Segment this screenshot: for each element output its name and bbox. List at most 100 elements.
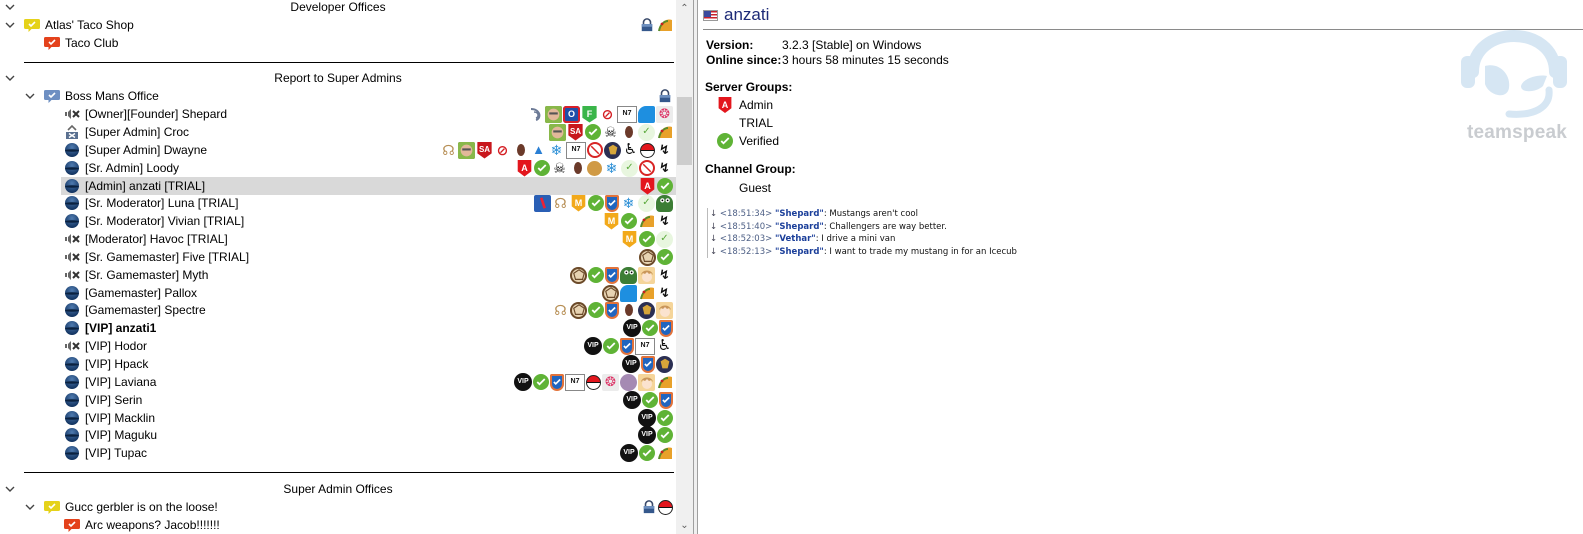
channel-item[interactable]: Boss Mans Office — [0, 87, 676, 105]
chevron-down-icon[interactable] — [24, 498, 36, 516]
f-badge-icon: F — [582, 105, 597, 123]
chat-message: ↓ <18:51:34> "Shepard": Mustangs aren't … — [710, 208, 1017, 221]
scroll-up-icon[interactable]: ⌃ — [680, 3, 689, 14]
server-group-name: Verified — [739, 134, 780, 148]
client-name: [Owner][Founder] Shepard — [85, 107, 228, 121]
tree-scrollbar[interactable]: ⌃ ⌄ — [676, 0, 693, 534]
client-name: [Sr. Admin] Loody — [85, 161, 180, 175]
chevron-down-icon[interactable] — [24, 87, 36, 105]
spacer-channel[interactable]: Report to Super Admins — [0, 69, 676, 87]
server-group-item: TRIAL — [717, 115, 773, 131]
robot-badge-icon — [656, 355, 673, 373]
spy-badge-icon: ☠ — [553, 160, 566, 176]
online-label: Online since: — [706, 53, 782, 67]
vip-badge-icon: VIP — [514, 373, 532, 391]
shield-badge-icon — [659, 319, 673, 337]
chat-log: ↓ <18:51:34> "Shepard": Mustangs aren't … — [707, 208, 1017, 258]
ok-badge-icon — [639, 445, 655, 461]
channel-item[interactable]: Arc weapons? Jacob!!!!!!! — [0, 516, 676, 534]
anime-badge-icon — [638, 266, 655, 284]
channel-red-icon — [44, 35, 60, 51]
client-item[interactable]: [Sr. Gamemaster] Myth↯ — [0, 266, 676, 284]
spacer-channel[interactable]: Developer Offices — [0, 0, 676, 16]
message-sender[interactable]: "Shepard" — [774, 221, 824, 232]
channel-yellow-icon — [24, 17, 40, 33]
client-item[interactable]: [Super Admin] Dwayne☊SA⊘▲❄N7♿↯ — [0, 141, 676, 159]
ok-badge-icon — [657, 410, 673, 426]
client-item[interactable]: [Admin] anzati [TRIAL]A — [0, 177, 676, 195]
snow-badge-icon: ❄ — [550, 142, 563, 158]
ok-badge-icon — [657, 178, 673, 194]
client-item[interactable]: [VIP] Hpack VIP — [0, 355, 676, 373]
client-item[interactable]: [Gamemaster] Pallox↯ — [0, 284, 676, 302]
client-header: anzati — [703, 4, 769, 26]
shield-badge-icon — [659, 391, 673, 409]
client-item[interactable]: [Moderator] Havoc [TRIAL]M✓ — [0, 230, 676, 248]
swirl-badge-icon — [620, 373, 637, 391]
selection-highlight — [61, 177, 676, 195]
client-item[interactable]: [Sr. Moderator] Vivian [TRIAL]M↯ — [0, 212, 676, 230]
taco-badge-icon — [656, 17, 673, 34]
message-sender[interactable]: "Shepard" — [774, 209, 824, 219]
chevron-down-icon[interactable] — [4, 480, 16, 498]
message-sender[interactable]: "Vethar" — [774, 234, 816, 244]
chat-message: ↓ <18:52:03> "Vethar": I drive a mini va… — [710, 233, 1017, 246]
ok-badge-icon — [642, 392, 658, 408]
chevron-down-icon[interactable] — [4, 0, 16, 16]
bean-badge-icon — [620, 124, 637, 141]
channel-name: Atlas' Taco Shop — [45, 18, 134, 32]
client-name: [Super Admin] Dwayne — [85, 143, 208, 157]
d20-badge-icon — [602, 284, 619, 302]
gear-badge-icon: ❂ — [656, 105, 673, 123]
bolt-badge-icon: ↯ — [659, 142, 670, 157]
lock-badge-icon — [640, 499, 657, 516]
channel-item[interactable]: Atlas' Taco Shop — [0, 16, 676, 34]
badge-list: M↯ — [603, 212, 673, 230]
client-name: [Super Admin] Croc — [85, 125, 190, 139]
badge-list: VIP — [622, 355, 673, 373]
channel-group-icon — [717, 180, 733, 196]
client-item[interactable]: [Gamemaster] Spectre☊ — [0, 301, 676, 319]
message-sender[interactable]: "Shepard" — [774, 246, 824, 257]
client-name: [VIP] Hpack — [85, 357, 149, 371]
spacer-title: Report to Super Admins — [274, 71, 402, 85]
shield-badge-icon — [605, 266, 619, 284]
ok-badge-icon — [657, 249, 673, 265]
spacer-channel[interactable]: Super Admin Offices — [0, 480, 676, 498]
channel-group-heading: Channel Group: — [705, 162, 796, 176]
client-status-icon — [64, 285, 80, 301]
scroll-thumb[interactable] — [677, 97, 692, 165]
client-item[interactable]: [Sr. Gamemaster] Five [TRIAL] — [0, 248, 676, 266]
sa-badge-icon: SA — [477, 141, 492, 159]
chevron-down-icon[interactable] — [4, 16, 16, 34]
ok-badge-icon — [533, 374, 549, 390]
client-item[interactable]: [Sr. Moderator] Luna [TRIAL]☊M❄✓ — [0, 194, 676, 212]
pane-splitter[interactable] — [693, 0, 698, 534]
client-name: [VIP] anzati1 — [85, 321, 157, 335]
version-label: Version: — [706, 38, 754, 52]
us-flag-icon — [703, 9, 718, 21]
channel-item[interactable]: Gucc gerbler is on the loose! — [0, 498, 676, 516]
channel-item[interactable]: Taco Club — [0, 34, 676, 52]
client-name: [VIP] Macklin — [85, 411, 156, 425]
scroll-down-icon[interactable]: ⌄ — [680, 520, 689, 531]
bean-badge-icon — [620, 302, 637, 319]
chevron-down-icon[interactable] — [4, 69, 16, 87]
badge-list — [640, 498, 673, 516]
message-time: <18:51:40> — [719, 221, 773, 232]
bird-badge-icon: ✓ — [638, 123, 655, 141]
client-status-icon — [64, 213, 80, 229]
divider — [24, 472, 674, 473]
